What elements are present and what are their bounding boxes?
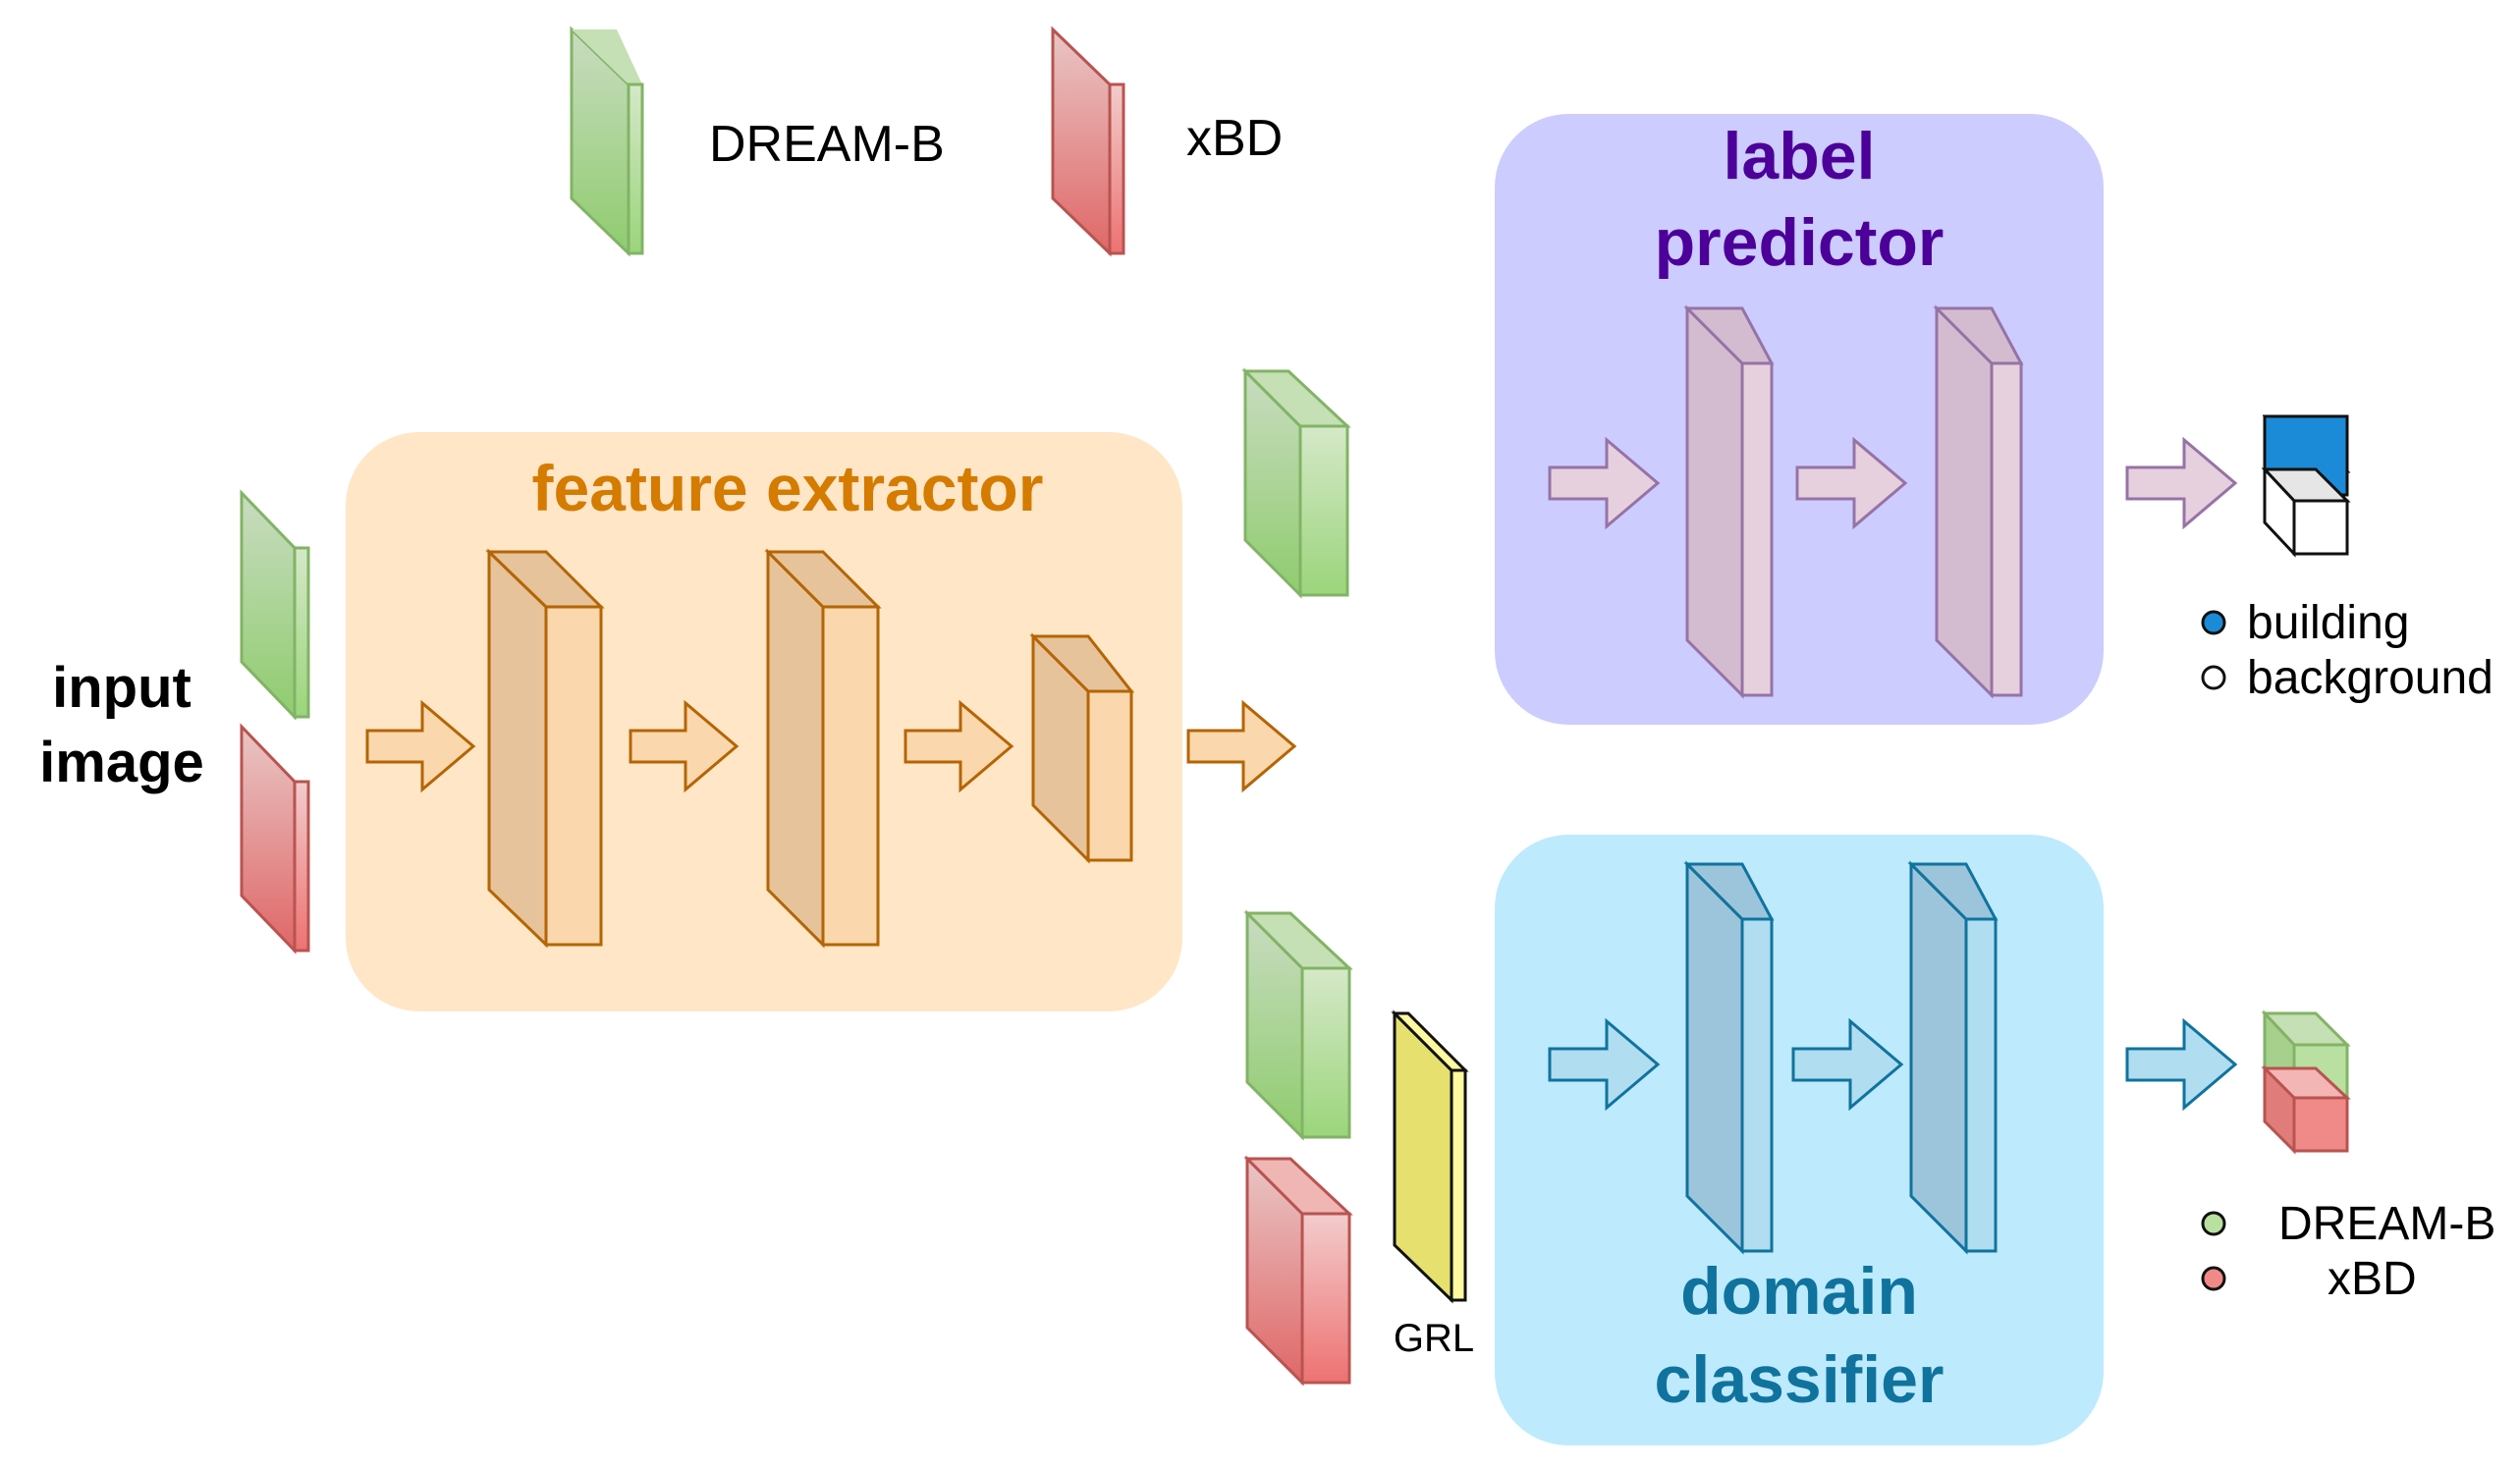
building-cube-icon (2262, 414, 2351, 497)
input-xbd-slab (240, 723, 310, 954)
label-predictor-title-line2: predictor (1655, 205, 1945, 280)
arrow-icon (629, 699, 740, 793)
background-label: background (2247, 652, 2493, 704)
legend-xbd-slab (1051, 26, 1125, 257)
domain-block-1 (1683, 860, 1775, 1255)
building-label: building (2247, 597, 2409, 649)
feature-arrows (365, 699, 1297, 793)
background-dot-icon (2201, 665, 2226, 690)
building-dot-icon (2201, 610, 2226, 635)
arrow-icon (2125, 436, 2238, 530)
label-block-1 (1683, 304, 1775, 699)
domain-classifier-title-line1: domain (1680, 1254, 1918, 1329)
arrow-icon (1791, 1017, 1904, 1112)
background-cube-icon (2261, 465, 2351, 558)
arrow-icon (1186, 699, 1297, 793)
label-arrows (1548, 436, 2238, 530)
arrow-icon (2125, 1017, 2238, 1112)
arrow-icon (1795, 436, 1908, 530)
domain-block-2 (1907, 860, 1999, 1255)
features-dream-b-upper (1241, 367, 1351, 599)
feature-extractor-title: feature extractor (532, 452, 1044, 524)
domain-xbd-label: xBD (2328, 1253, 2417, 1305)
grl-label: GRL (1394, 1317, 1474, 1360)
xbd-cube-icon (2261, 1064, 2351, 1155)
legend-xbd-label: xBD (1186, 110, 1283, 167)
arrow-icon (1548, 1017, 1661, 1112)
domain-arrows (1548, 1017, 2238, 1112)
arrow-icon (904, 699, 1014, 793)
legend-dream-b-slab (570, 26, 644, 257)
legend-dream-b-label: DREAM-B (709, 116, 945, 173)
arrow-icon (1548, 436, 1661, 530)
input-dream-b-slab (240, 489, 310, 721)
label-predictor-title-line1: label (1724, 119, 1876, 193)
input-label-line1: input (52, 656, 192, 720)
feature-block-2 (764, 548, 882, 949)
features-dream-b-lower (1243, 909, 1353, 1141)
feature-block-3 (1029, 632, 1135, 864)
feature-block-1 (485, 548, 605, 949)
label-block-2 (1933, 304, 2024, 699)
xbd-dot-icon (2201, 1266, 2226, 1291)
domain-dream-b-label: DREAM-B (2278, 1198, 2495, 1250)
arrow-icon (365, 699, 476, 793)
dream-b-dot-icon (2201, 1211, 2226, 1236)
grl-layer (1391, 1009, 1469, 1304)
input-label-line2: image (39, 731, 204, 794)
domain-classifier-title-line2: classifier (1655, 1342, 1945, 1417)
features-xbd-lower (1243, 1155, 1353, 1387)
